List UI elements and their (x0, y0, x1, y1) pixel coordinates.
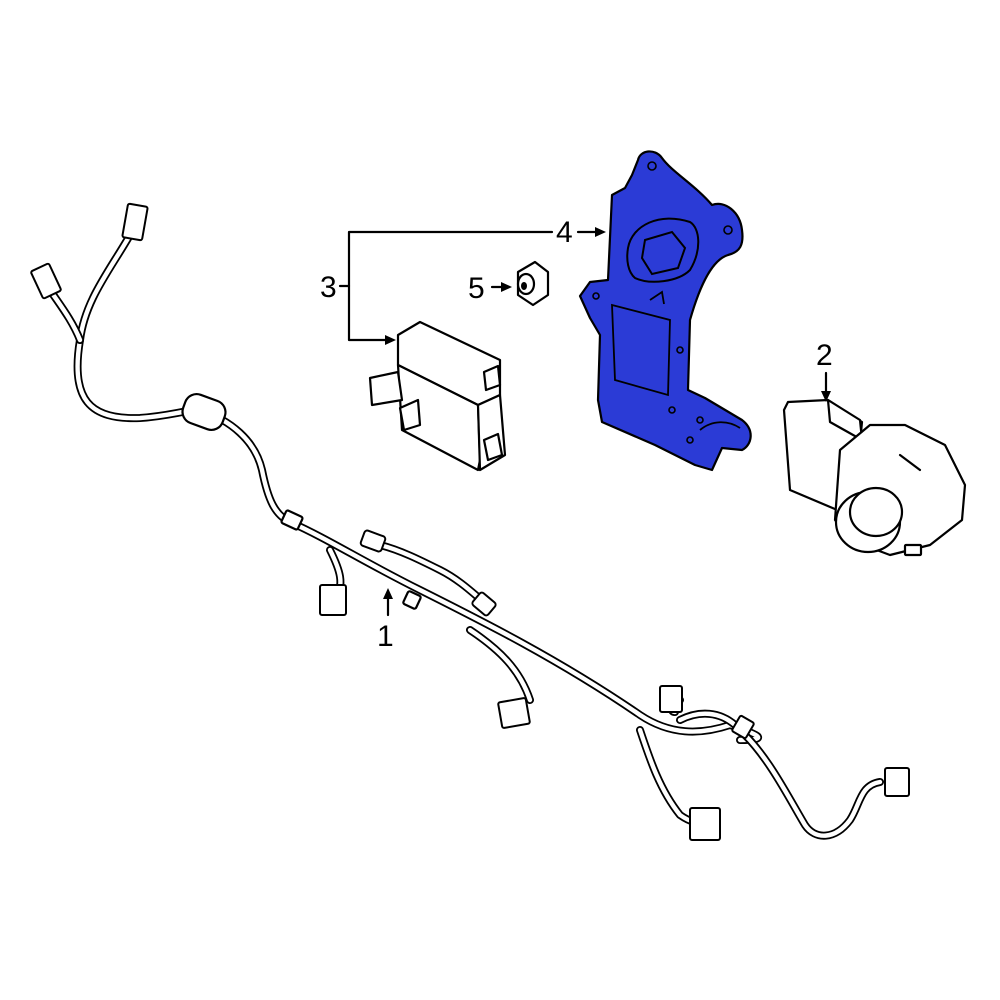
callout-3-label: 3 (320, 271, 337, 304)
callout-5-label: 5 (468, 272, 485, 305)
callout-5: 5 (468, 272, 512, 305)
harness-connector (30, 202, 910, 841)
callout-4: 4 (556, 216, 606, 249)
callout-4-label: 4 (556, 216, 573, 249)
bracket-opening (640, 230, 687, 276)
mounting-bracket[interactable] (578, 150, 752, 472)
grommet[interactable] (516, 260, 550, 307)
control-module[interactable] (368, 320, 507, 472)
bracket-body (578, 150, 752, 472)
callout-1-label: 1 (377, 620, 394, 653)
callout-3: 3 (320, 230, 554, 345)
callout-2: 2 (816, 339, 833, 402)
bracket-panel (611, 303, 671, 397)
parking-sensor[interactable] (782, 398, 967, 557)
callout-2-label: 2 (816, 339, 833, 372)
wiring-harness[interactable] (30, 202, 910, 841)
callout-1: 1 (377, 588, 394, 653)
bracket-recess (626, 217, 700, 283)
